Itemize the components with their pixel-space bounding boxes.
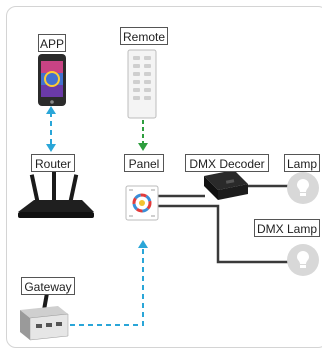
gateway-label: Gateway (21, 277, 75, 295)
wired-connections (158, 184, 292, 264)
wireless-arrowheads (46, 106, 148, 248)
dmx-lamp-label: DMX Lamp (254, 219, 320, 237)
app-label: APP (38, 34, 66, 52)
lamp-label: Lamp (284, 154, 320, 172)
phone-icon (38, 54, 66, 106)
router-icon (18, 170, 94, 218)
panel-to-dmx-lamp-cable (158, 204, 292, 264)
dmx-decoder-icon (204, 170, 248, 200)
gateway-icon (20, 289, 69, 341)
arrow-down-panel (138, 143, 148, 151)
gateway-panel-link (70, 248, 144, 326)
lamp-bulb-icon (287, 172, 319, 204)
remote-label: Remote (120, 27, 168, 45)
wireless-links (50, 112, 144, 326)
panel-icon (125, 185, 159, 221)
router-label: Router (31, 154, 75, 172)
remote-icon (127, 49, 157, 119)
arrow-up-panel (138, 240, 148, 248)
dmx-decoder-label: DMX Decoder (185, 154, 269, 172)
panel-label: Panel (124, 154, 164, 172)
arrow-down-router (46, 144, 56, 152)
dmx-lamp-bulb-icon (287, 244, 319, 276)
arrow-up-app (46, 106, 56, 114)
